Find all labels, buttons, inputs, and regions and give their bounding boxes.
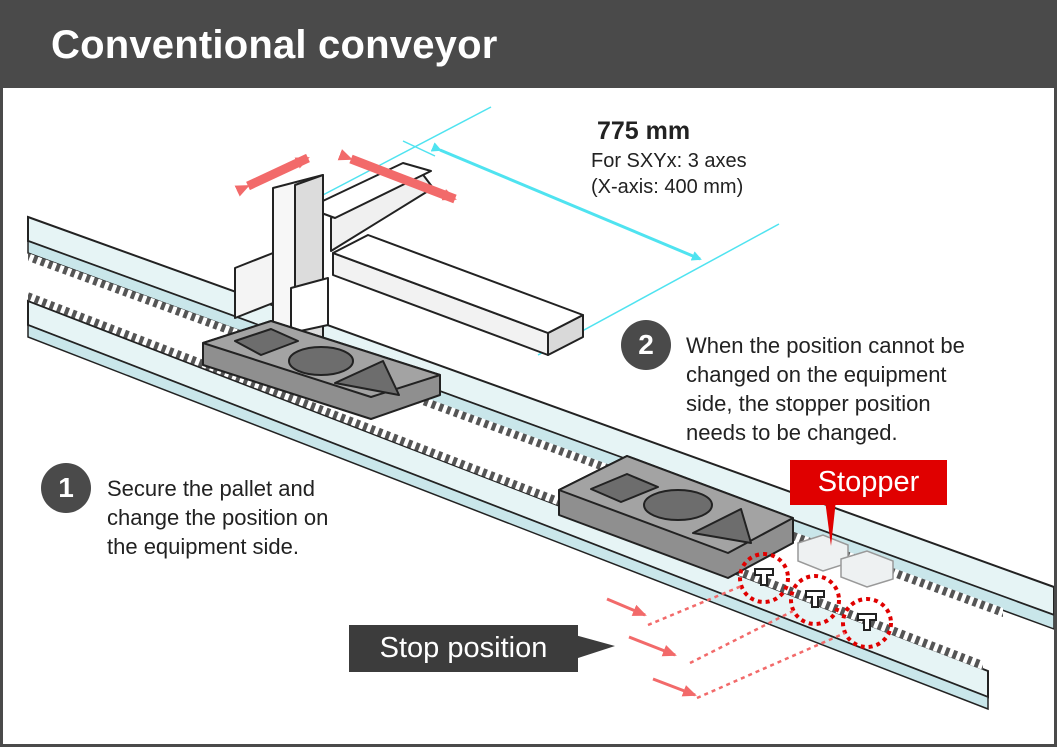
step-1-description: Secure the pallet and change the positio… [107, 474, 328, 561]
dimension-note-line2: (X-axis: 400 mm) [591, 176, 744, 198]
dimension-arrow [430, 142, 702, 261]
stopper-callout-pointer [825, 500, 836, 546]
step-1-line: change the position on [107, 505, 329, 530]
stop-position-callout-pointer [575, 635, 615, 659]
dimension-note-line1: For SXYx: 3 axes [591, 150, 747, 172]
title-bar: Conventional conveyor [3, 3, 1057, 88]
motion-arrows [234, 149, 457, 204]
conveyor-illustration [27, 106, 1054, 711]
stopper-label: Stopper [790, 460, 947, 505]
step-2-description: When the position cannot be changed on t… [686, 331, 965, 447]
stop-position-arrows [606, 597, 697, 697]
step-1-line: the equipment side. [107, 534, 300, 559]
step-1-badge: 1 [41, 463, 91, 513]
stopper-icons [754, 568, 877, 631]
step-2-badge: 2 [621, 320, 671, 370]
step-1-line: Secure the pallet and [107, 476, 315, 501]
stop-position-label: Stop position [349, 625, 578, 672]
pallet-right [558, 455, 794, 579]
page-title: Conventional conveyor [51, 23, 498, 67]
motion-arrow-right [337, 149, 457, 204]
stopper-circles [738, 552, 893, 649]
dimension-value: 775 mm [597, 117, 691, 145]
pallet-left [202, 320, 441, 420]
step-2-line: When the position cannot be [686, 333, 965, 358]
stop-position-lines [647, 583, 846, 700]
motion-arrow-left [234, 153, 310, 197]
step-2-line: needs to be changed. [686, 420, 898, 445]
stopper-blocks [797, 534, 894, 588]
step-2-line: changed on the equipment [686, 362, 947, 387]
step-2-line: side, the stopper position [686, 391, 931, 416]
